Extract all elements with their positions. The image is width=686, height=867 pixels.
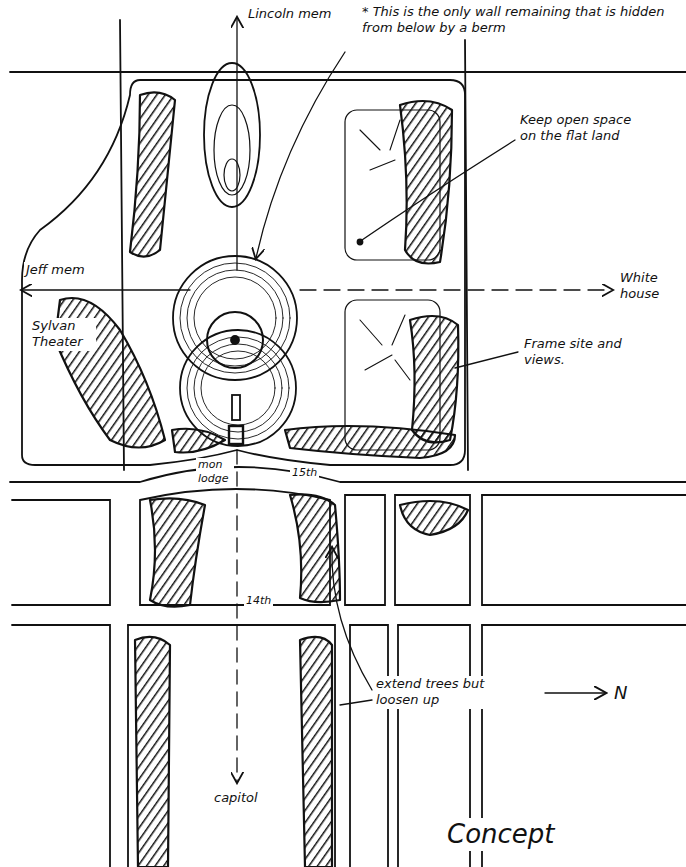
note-text: Frame site and views. xyxy=(522,336,656,369)
street-label: 14th xyxy=(244,594,273,608)
landmark-label: Jeff mem xyxy=(24,262,87,278)
landmark-label: capitol xyxy=(212,790,260,806)
note-text: Keep open space on the flat land xyxy=(518,112,642,145)
note-text: extend trees but loosen up xyxy=(374,676,498,709)
place-label: Sylvan Theater xyxy=(30,318,96,351)
place-label: mon lodge xyxy=(196,458,234,486)
note-text: * This is the only wall remaining that i… xyxy=(360,4,674,37)
landmark-label: Lincoln mem xyxy=(246,6,334,22)
caption-text: Concept xyxy=(445,818,557,851)
north-label: N xyxy=(612,682,629,705)
landmark-label: White house xyxy=(618,270,682,303)
street-label: 15th xyxy=(290,466,319,480)
